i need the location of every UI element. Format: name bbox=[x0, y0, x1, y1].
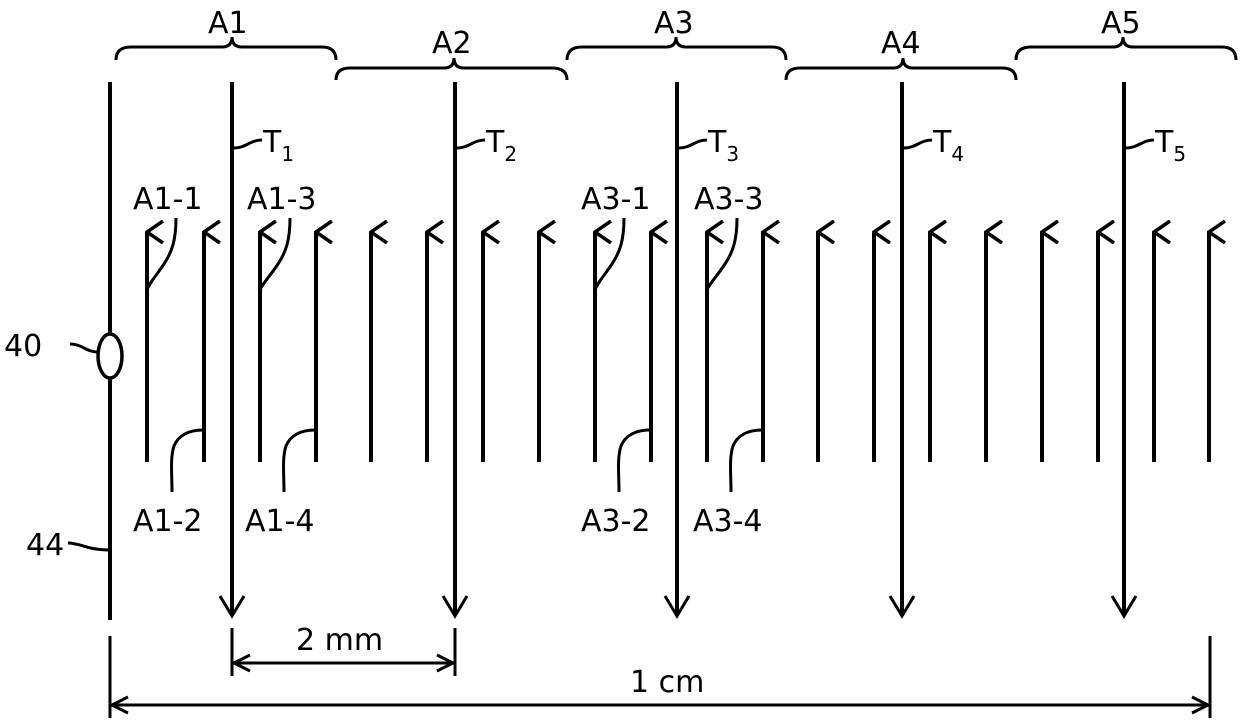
group-label-a1: A1 bbox=[208, 6, 248, 41]
dim-1cm-label: 1 cm bbox=[630, 665, 704, 700]
tx-label-5: T5 bbox=[1154, 125, 1186, 166]
electrode-marker bbox=[98, 334, 122, 378]
element-label-a3-3: A3-3 bbox=[694, 182, 764, 217]
leader-a3-4 bbox=[731, 430, 763, 492]
element-label-a1-3: A1-3 bbox=[247, 182, 317, 217]
tx-leader-2 bbox=[457, 140, 485, 148]
leader-a1-2 bbox=[172, 430, 204, 492]
tx-leader-5 bbox=[1126, 140, 1154, 148]
transmit-labels: T1 T2 T3 T4 T5 bbox=[234, 125, 1186, 166]
group-braces: A1 A2 A3 A4 A5 bbox=[116, 6, 1236, 80]
dimension-2mm: 2 mm bbox=[232, 623, 455, 676]
dim-2mm-label: 2 mm bbox=[296, 623, 383, 658]
brace-a2 bbox=[336, 58, 567, 80]
group-label-a4: A4 bbox=[881, 26, 921, 61]
element-label-a1-1: A1-1 bbox=[133, 182, 203, 217]
leader-a1-4 bbox=[284, 430, 316, 492]
brace-a4 bbox=[786, 58, 1016, 80]
tx-leader-1 bbox=[234, 140, 262, 148]
group-label-a2: A2 bbox=[432, 26, 472, 61]
leader-a3-2 bbox=[619, 430, 651, 492]
tx-label-1: T1 bbox=[262, 125, 294, 166]
dimension-1cm: 1 cm bbox=[110, 636, 1210, 718]
tx-leader-4 bbox=[904, 140, 932, 148]
electrode-leader bbox=[70, 344, 98, 352]
tx-label-3: T3 bbox=[707, 125, 739, 166]
element-labels: A1-1 A1-3 A3-1 A3-3 A1-2 A1-4 A3-2 A3-4 bbox=[133, 182, 764, 539]
group-label-a3: A3 bbox=[654, 6, 694, 41]
tx-leader-3 bbox=[679, 140, 707, 148]
leader-a3-1 bbox=[596, 218, 624, 288]
leader-a1-3 bbox=[261, 218, 290, 288]
element-label-a3-1: A3-1 bbox=[581, 182, 651, 217]
leader-a1-1 bbox=[148, 218, 176, 288]
leader-a3-3 bbox=[708, 218, 737, 288]
tx-label-2: T2 bbox=[485, 125, 517, 166]
lead-ref-label: 44 bbox=[26, 528, 64, 563]
electrode-ref-label: 40 bbox=[4, 329, 42, 364]
transmit-lines bbox=[220, 82, 1136, 616]
group-label-a5: A5 bbox=[1101, 6, 1141, 41]
lead-leader bbox=[68, 543, 108, 550]
element-label-a1-4: A1-4 bbox=[245, 504, 315, 539]
tx-label-4: T4 bbox=[932, 125, 964, 166]
element-label-a3-4: A3-4 bbox=[693, 504, 763, 539]
element-label-a3-2: A3-2 bbox=[581, 504, 651, 539]
element-label-a1-2: A1-2 bbox=[133, 504, 203, 539]
